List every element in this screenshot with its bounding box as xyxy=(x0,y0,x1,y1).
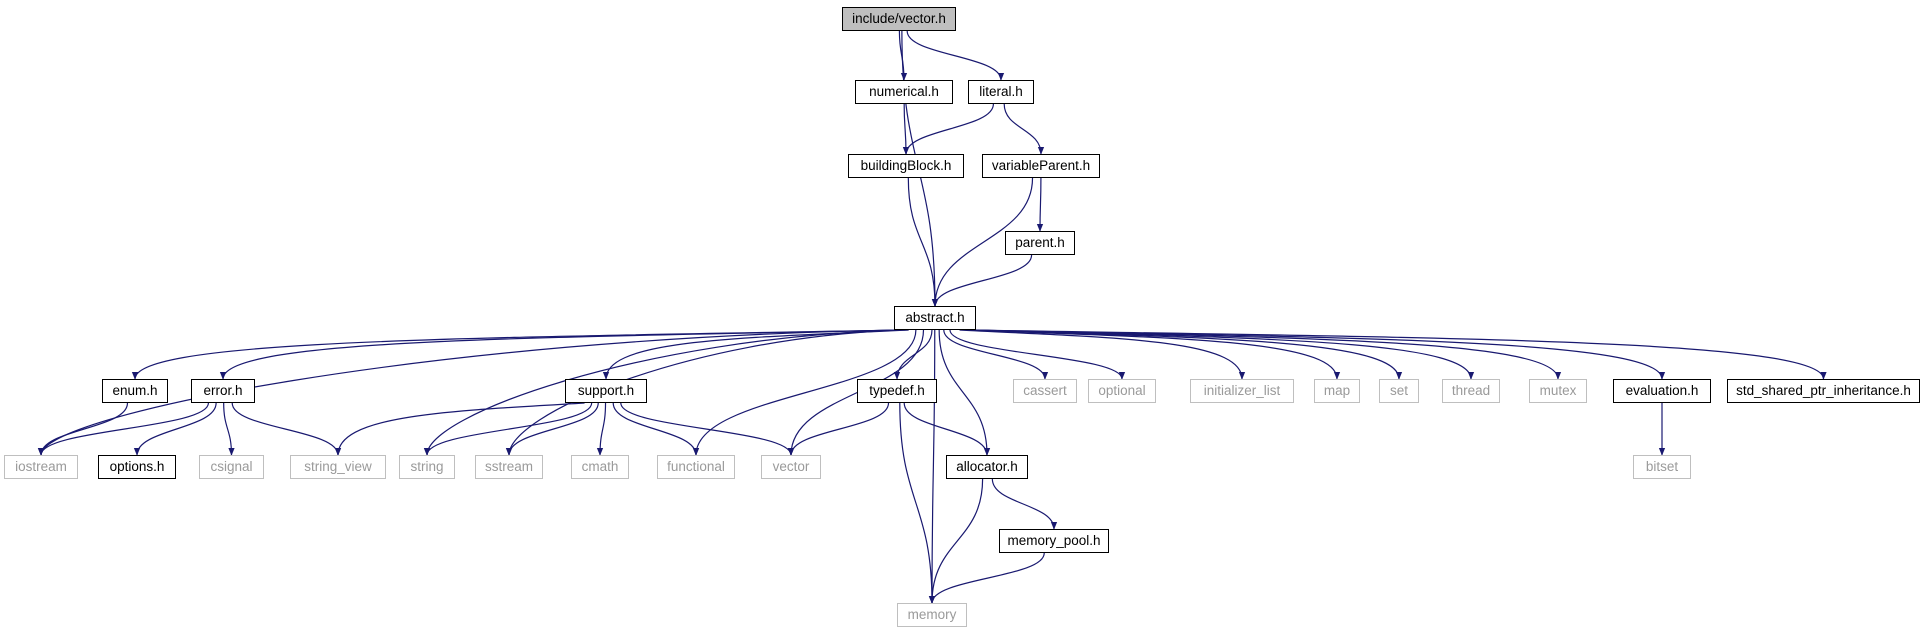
node-set: set xyxy=(1379,379,1419,403)
edge-support-to-cmath xyxy=(596,402,607,456)
node-vector: vector xyxy=(761,455,821,479)
edge-abstract-to-initializer_list xyxy=(959,329,1246,380)
edge-enum-to-iostream xyxy=(37,402,129,456)
edge-abstract-to-allocator xyxy=(938,329,991,456)
node-literal-h[interactable]: literal.h xyxy=(968,80,1034,104)
edge-abstract-to-optional xyxy=(949,329,1126,380)
node-string-view: string_view xyxy=(290,455,386,479)
node-bitset: bitset xyxy=(1633,455,1691,479)
node-error-h[interactable]: error.h xyxy=(191,379,255,403)
edge-allocator-to-memory xyxy=(928,478,984,604)
node-typedef-h[interactable]: typedef.h xyxy=(857,379,937,403)
edge-buildingBlock-to-abstract xyxy=(907,177,939,307)
edge-abstract-to-std_shared_ptr_inheritance xyxy=(969,329,1827,380)
node-buildingblock-h[interactable]: buildingBlock.h xyxy=(848,154,964,178)
node-memory-pool-h[interactable]: memory_pool.h xyxy=(999,529,1109,553)
edge-support-to-string_view xyxy=(334,402,585,456)
edge-error-to-csignal xyxy=(223,402,235,456)
node-support-h[interactable]: support.h xyxy=(565,379,647,403)
edge-typedef-to-memory xyxy=(899,402,936,604)
edge-support-to-vectorlib xyxy=(620,402,795,456)
edge-support-to-functional xyxy=(612,402,700,456)
edge-abstract-to-typedef xyxy=(893,329,933,380)
node-functional: functional xyxy=(657,455,735,479)
node-iostream: iostream xyxy=(4,455,78,479)
edge-literal-to-variableParent xyxy=(1003,103,1045,155)
edge-support-to-string xyxy=(423,402,593,456)
edge-typedef-to-vectorlib xyxy=(787,402,890,456)
edge-abstract-to-cassert xyxy=(943,329,1049,380)
edge-support-to-sstream xyxy=(505,402,599,456)
edge-abstract-to-error xyxy=(219,329,901,380)
edge-memory_pool-to-memory xyxy=(928,552,1045,604)
node-enum-h[interactable]: enum.h xyxy=(102,379,168,403)
node-options-h[interactable]: options.h xyxy=(98,455,176,479)
edge-literal-to-buildingBlock xyxy=(902,103,994,155)
node-thread: thread xyxy=(1442,379,1500,403)
node-string: string xyxy=(399,455,455,479)
edge-vector-to-numerical xyxy=(898,30,908,81)
edge-error-to-options xyxy=(133,402,217,456)
edge-typedef-to-allocator xyxy=(903,402,991,456)
node-optional: optional xyxy=(1088,379,1156,403)
edge-variableParent-to-abstract xyxy=(931,177,1034,307)
node-sstream: sstream xyxy=(475,455,543,479)
node-map: map xyxy=(1314,379,1360,403)
node-cassert: cassert xyxy=(1013,379,1077,403)
node-allocator-h[interactable]: allocator.h xyxy=(946,455,1028,479)
edge-abstract-to-support xyxy=(602,329,909,380)
node-csignal: csignal xyxy=(199,455,264,479)
node-initializer-list: initializer_list xyxy=(1190,379,1294,403)
edge-error-to-string_view xyxy=(231,402,342,456)
node-memory: memory xyxy=(897,603,967,627)
node-include-vector-h: include/vector.h xyxy=(842,7,956,31)
edge-abstract-to-functional xyxy=(692,329,917,456)
node-cmath: cmath xyxy=(571,455,629,479)
edge-error-to-iostream xyxy=(37,402,210,456)
node-parent-h[interactable]: parent.h xyxy=(1005,231,1075,255)
node-variableparent-h[interactable]: variableParent.h xyxy=(982,154,1100,178)
edge-variableParent-to-parent xyxy=(1036,177,1044,232)
edge-vector-to-literal xyxy=(906,30,1005,81)
node-numerical-h[interactable]: numerical.h xyxy=(855,80,953,104)
node-mutex: mutex xyxy=(1529,379,1587,403)
edge-allocator-to-memory_pool xyxy=(991,478,1058,530)
node-evaluation-h[interactable]: evaluation.h xyxy=(1613,379,1711,403)
edge-parent-to-abstract xyxy=(931,254,1033,307)
node-std-shared-ptr-inheritance-h[interactable]: std_shared_ptr_inheritance.h xyxy=(1727,379,1920,403)
node-abstract-h[interactable]: abstract.h xyxy=(894,306,976,330)
edge-abstract-to-memory xyxy=(928,329,936,604)
